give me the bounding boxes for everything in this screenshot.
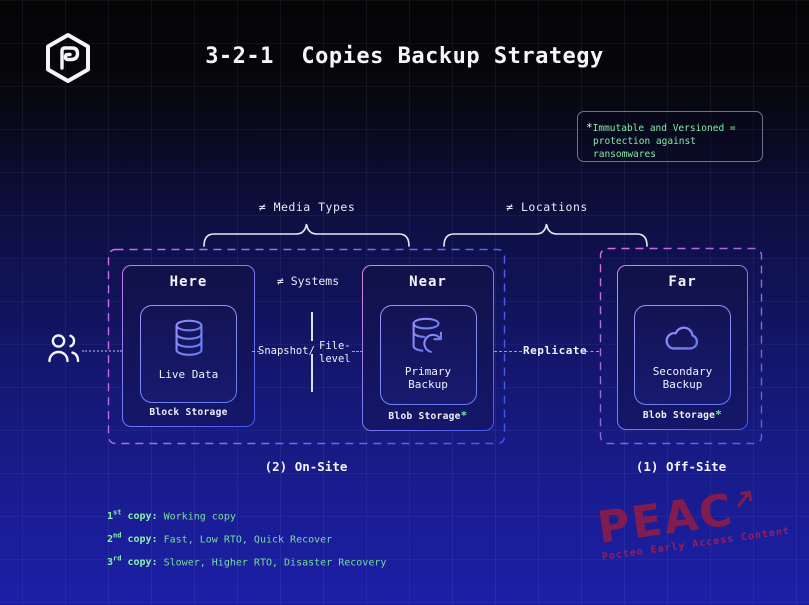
database-restore-icon (412, 317, 442, 353)
note-line-1: *Immutable and Versioned = (586, 121, 736, 134)
watermark-arrow-icon (736, 490, 752, 508)
copy-row-3: 3rd copy: Slower, Higher RTO, Disaster R… (107, 554, 387, 568)
replicate-dash-right (585, 351, 599, 352)
onsite-group-label: (2) On-Site (264, 459, 348, 474)
replicate-dash-left (494, 351, 522, 352)
primary-backup-label: Primary Backup (404, 365, 452, 391)
snapshot-dash-left (252, 351, 260, 352)
here-node-body: Here Live Data Block Storage (123, 266, 254, 426)
users-icon (48, 334, 80, 363)
live-data-card: Live Data (140, 305, 237, 403)
snapshot-dash-right (352, 351, 363, 352)
systems-label: ≠ Systems (276, 274, 340, 288)
copy-row-2: 2nd copy: Fast, Low RTO, Quick Recover (107, 531, 333, 546)
media-types-brace (203, 223, 410, 247)
page-title: 3-2-1 Copies Backup Strategy (205, 44, 604, 69)
far-title: Far (668, 274, 697, 290)
live-data-label: Live Data (158, 368, 219, 381)
watermark-brand: PEAC (594, 484, 737, 555)
near-title: Near (409, 274, 447, 290)
media-types-label: ≠ Media Types (258, 200, 356, 214)
systems-divider-bottom (311, 354, 313, 392)
far-storage-label: Blob Storage* (642, 408, 723, 421)
here-node: Here Live Data Block Storage (122, 265, 255, 427)
copy-row-1: 1st copy: Working copy (107, 509, 236, 523)
far-node-body: Far Secondary Backup Blob Storage* (618, 266, 747, 429)
note-asterisk: * (586, 121, 593, 134)
peac-watermark: PEAC Pocteo Early Access Content (594, 481, 791, 563)
near-node: Near Primary (362, 265, 494, 431)
database-icon (174, 319, 203, 356)
replicate-label: Replicate (523, 344, 588, 357)
note-line-2: protection against ransomwares (593, 136, 696, 160)
near-node-body: Near Primary (363, 266, 493, 430)
snapshot-label: Snapshot/ (258, 345, 315, 357)
primary-backup-card: Primary Backup (379, 305, 477, 405)
cloud-icon (665, 326, 698, 350)
far-node: Far Secondary Backup Blob Storage* (617, 265, 748, 430)
systems-divider-top (311, 312, 313, 341)
here-storage-label: Block Storage (149, 407, 228, 418)
watermark-tagline: Pocteo Early Access Content (601, 525, 791, 563)
near-storage-label: Blob Storage* (388, 409, 468, 422)
file-level-label: File- level (319, 340, 351, 365)
users-connector-line (82, 350, 122, 352)
offsite-group-label: (1) Off-Site (635, 459, 727, 474)
ransomware-note: *Immutable and Versioned = protection ag… (577, 111, 763, 162)
pocteo-logo-icon (46, 33, 90, 83)
here-title: Here (169, 274, 208, 290)
secondary-backup-label: Secondary Backup (652, 365, 713, 391)
locations-brace (443, 223, 648, 247)
copies-legend: 1st copy: Working copy 2nd copy: Fast, L… (107, 504, 386, 572)
secondary-backup-card: Secondary Backup (634, 305, 731, 405)
locations-label: ≠ Locations (506, 200, 588, 214)
